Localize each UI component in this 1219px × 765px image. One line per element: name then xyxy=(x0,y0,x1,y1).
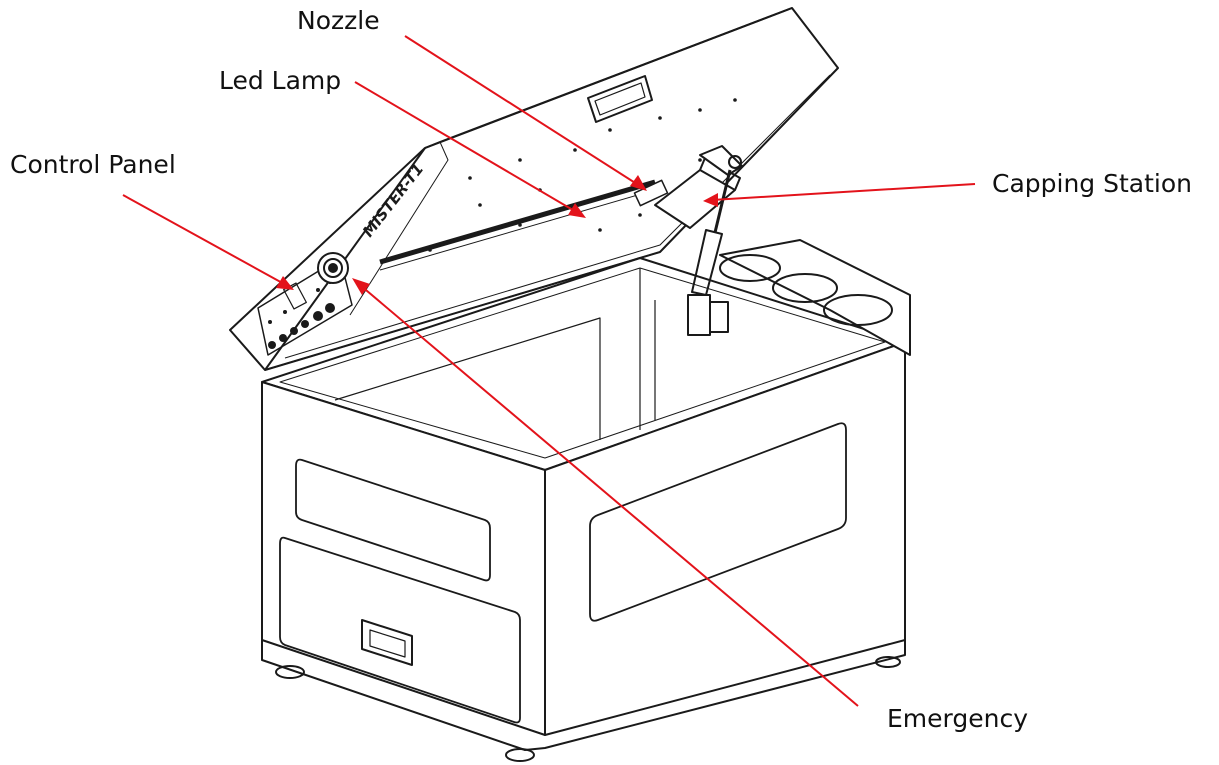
leader-nozzle xyxy=(404,35,641,187)
leader-led-lamp xyxy=(354,81,579,214)
arrowhead-emergency xyxy=(352,278,370,295)
label-emergency: Emergency xyxy=(887,704,1029,733)
leader-control-panel xyxy=(122,194,287,286)
label-led-lamp: Led Lamp xyxy=(219,66,342,95)
arrowhead-capping-station xyxy=(703,193,718,207)
label-nozzle: Nozzle xyxy=(297,6,380,35)
side-tray xyxy=(719,239,911,356)
leader-lines xyxy=(122,35,976,707)
cabinet xyxy=(261,257,906,762)
lid-handle xyxy=(587,75,653,123)
leader-capping-station xyxy=(711,183,976,201)
arrowhead-nozzle xyxy=(630,175,647,191)
emergency-button xyxy=(317,252,349,284)
gas-spring xyxy=(687,169,732,336)
drawer-handle xyxy=(361,619,413,666)
label-capping-station: Capping Station xyxy=(992,169,1192,198)
arrowhead-led-lamp xyxy=(568,203,586,218)
control-panel xyxy=(257,252,353,356)
arrowhead-control-panel xyxy=(276,276,294,290)
label-control-panel: Control Panel xyxy=(10,150,176,179)
led-lamp-bar xyxy=(379,179,656,265)
lid xyxy=(229,7,839,371)
capping-station xyxy=(633,145,743,229)
leader-emergency xyxy=(359,284,859,707)
